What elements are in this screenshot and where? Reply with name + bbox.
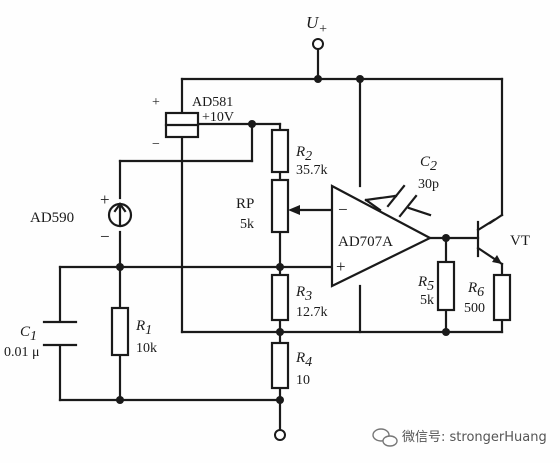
supply-terminal — [312, 38, 324, 50]
opamp-ad707a — [330, 184, 433, 288]
r2-value: 35.7k — [296, 163, 328, 178]
watermark-text: 微信号: strongerHuang — [402, 430, 547, 445]
r5-value: 5k — [420, 293, 434, 308]
r1-value: 10k — [136, 341, 157, 356]
r1-name: R1 — [135, 318, 152, 338]
c1-value: 0.01 μ — [4, 345, 40, 360]
ad581-label: AD581 — [192, 95, 233, 110]
rp-name: RP — [236, 196, 254, 212]
ad590-sensor — [107, 202, 133, 228]
r3-name: R3 — [295, 284, 312, 304]
output-terminal — [274, 429, 286, 441]
ad590-minus: − — [100, 227, 110, 246]
ad590-plus: + — [100, 190, 110, 209]
wechat-icon — [372, 428, 398, 447]
r5-name: R5 — [417, 274, 434, 294]
r4-name: R4 — [295, 350, 312, 370]
watermark: 微信号: strongerHuang — [372, 428, 547, 447]
r6-name: R6 — [467, 280, 484, 300]
r6-value: 500 — [464, 301, 485, 316]
c2-name: C2 — [420, 154, 437, 174]
ad581-minus: − — [152, 137, 160, 152]
r3-value: 12.7k — [296, 305, 328, 320]
resistor-r3 — [270, 273, 290, 322]
ad581-plus: + — [152, 95, 160, 110]
resistor-r5 — [436, 260, 456, 312]
transistor-vt — [476, 218, 504, 266]
transistor-label: VT — [510, 233, 530, 249]
junctions — [116, 75, 450, 404]
r2-name: R2 — [295, 144, 312, 164]
potentiometer-rp — [270, 178, 300, 234]
c1-name: C1 — [20, 324, 37, 344]
resistor-r6 — [492, 273, 512, 322]
resistor-r4 — [270, 341, 290, 390]
ad590-label: AD590 — [30, 210, 74, 226]
opamp-label: AD707A — [338, 234, 393, 250]
capacitor-c2 — [386, 184, 418, 218]
r4-value: 10 — [296, 373, 310, 388]
ad581-output-label: +10V — [202, 110, 234, 125]
rp-value: 5k — [240, 217, 254, 232]
resistor-r1 — [110, 306, 130, 357]
resistor-r2 — [270, 128, 290, 174]
c2-value: 30p — [418, 177, 439, 192]
opamp-plus: + — [336, 257, 346, 276]
supply-label: U+ — [306, 13, 328, 37]
capacitor-c1 — [42, 320, 78, 347]
opamp-minus: − — [338, 200, 348, 219]
